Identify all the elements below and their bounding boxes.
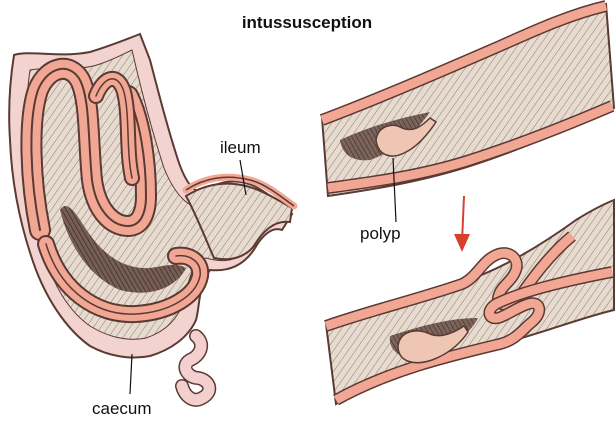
diagram-title: intussusception [242,13,372,32]
caecum-ileum-illustration [9,34,294,400]
polyp-label: polyp [360,224,401,243]
caecum-leader-line [130,354,132,394]
caecum-label: caecum [92,399,152,418]
ileum-label: ileum [220,138,261,157]
progression-arrow [454,196,470,252]
bowel-with-polyp-illustration [322,4,614,196]
